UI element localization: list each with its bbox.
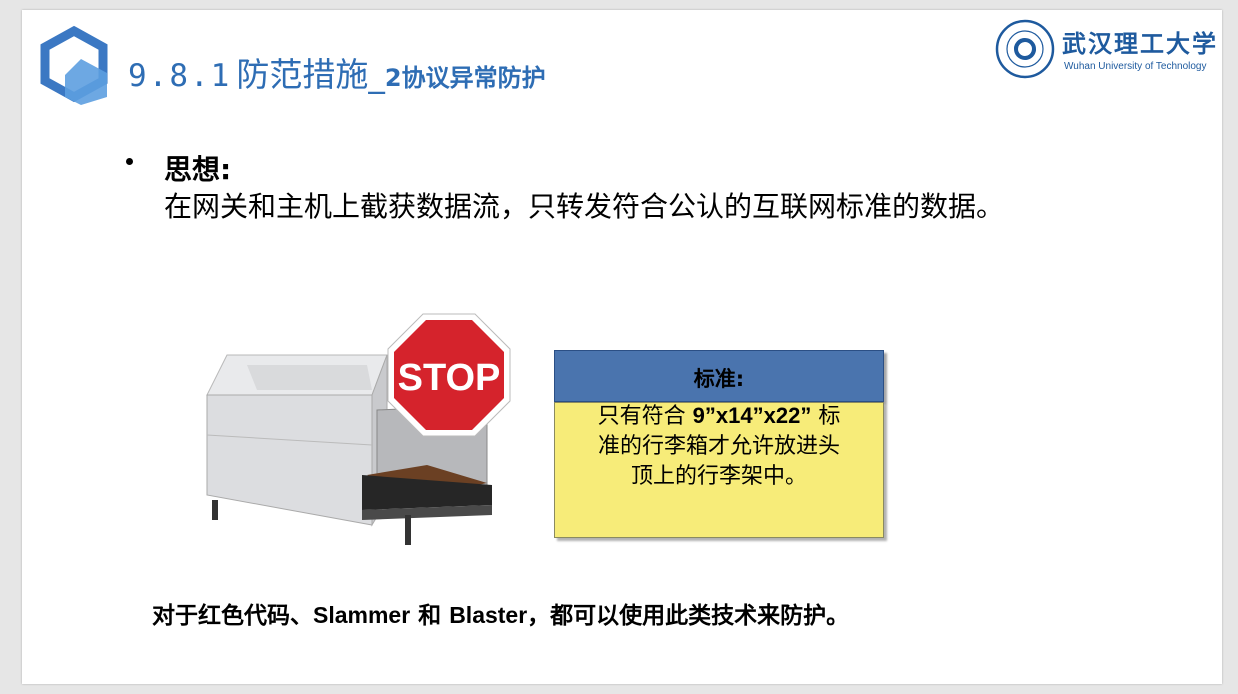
footer-note: 对于红色代码、Slammer 和 Blaster，都可以使用此类技术来防护。 bbox=[152, 596, 849, 630]
title-sub: 2协议异常防护 bbox=[384, 64, 546, 92]
standard-line3: 顶上的行李架中。 bbox=[630, 464, 807, 489]
standard-body: 只有符合 9”x14”x22” 标 准的行李箱才允许放进头 顶上的行李架中。 bbox=[554, 402, 884, 538]
university-logo: 武汉理工大学 Wuhan University of Technology bbox=[992, 18, 1217, 80]
standard-text: 只有符合 9”x14”x22” 标 准的行李箱才允许放进头 顶上的行李架中。 bbox=[565, 401, 873, 492]
page-title: 9.8.1 防范措施_2协议异常防护 bbox=[128, 48, 546, 96]
standard-header: 标准: bbox=[554, 350, 884, 402]
university-name-cn: 武汉理工大学 bbox=[1062, 29, 1218, 58]
standard-callout: 标准: 只有符合 9”x14”x22” 标 准的行李箱才允许放进头 顶上的行李架… bbox=[554, 350, 884, 538]
standard-line2: 准的行李箱才允许放进头 bbox=[597, 434, 840, 459]
footer-en2: Blaster bbox=[449, 602, 528, 628]
standard-line1-suffix: 标 bbox=[811, 404, 841, 429]
stop-sign-icon: STOP bbox=[387, 313, 511, 437]
slide: 9.8.1 防范措施_2协议异常防护 武汉理工大学 Wuhan Universi… bbox=[22, 10, 1222, 684]
standard-heading: 标准: bbox=[693, 367, 745, 391]
bullet-body: 在网关和主机上截获数据流，只转发符合公认的互联网标准的数据。 bbox=[164, 190, 1005, 223]
standard-size: 9”x14”x22” bbox=[692, 403, 812, 428]
hexagon-logo-icon bbox=[40, 25, 108, 105]
section-number: 9.8.1 bbox=[128, 58, 232, 94]
footer-part2: 和 bbox=[410, 603, 450, 629]
university-name-en: Wuhan University of Technology bbox=[1064, 61, 1207, 72]
stop-sign-text: STOP bbox=[398, 357, 501, 399]
xray-scanner-machine-icon bbox=[206, 354, 492, 545]
bullet-heading: 思想: bbox=[164, 153, 232, 186]
bullet-dot bbox=[126, 158, 133, 165]
university-seal-icon bbox=[995, 19, 1055, 79]
footer-part3: ，都可以使用此类技术来防护。 bbox=[527, 603, 850, 629]
title-main: 防范措施_ bbox=[236, 55, 385, 94]
standard-line1-prefix: 只有符合 bbox=[597, 404, 693, 429]
footer-part1: 对于红色代码、 bbox=[152, 603, 313, 629]
footer-en1: Slammer bbox=[313, 602, 411, 628]
